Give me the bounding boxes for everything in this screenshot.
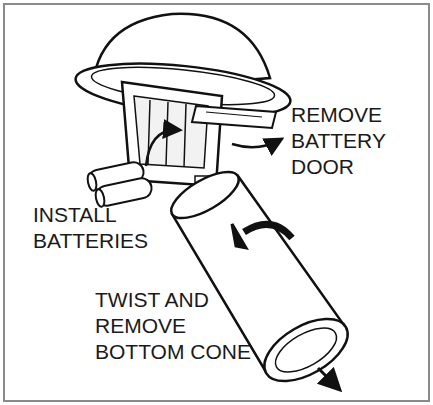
twist-arrowhead xyxy=(232,224,246,248)
step-label: INSTALL BATTERIES xyxy=(33,202,173,254)
step-label: TWIST AND REMOVE BOTTOM CONE xyxy=(95,287,265,365)
frame xyxy=(4,4,429,401)
step-label: REMOVE BATTERY DOOR xyxy=(291,102,411,180)
install-arrow xyxy=(146,130,178,166)
battery-door xyxy=(192,106,276,128)
remove-arrow xyxy=(318,368,338,388)
batteries xyxy=(86,160,153,207)
twist-arrow xyxy=(244,224,292,238)
door-arrow xyxy=(232,140,280,147)
